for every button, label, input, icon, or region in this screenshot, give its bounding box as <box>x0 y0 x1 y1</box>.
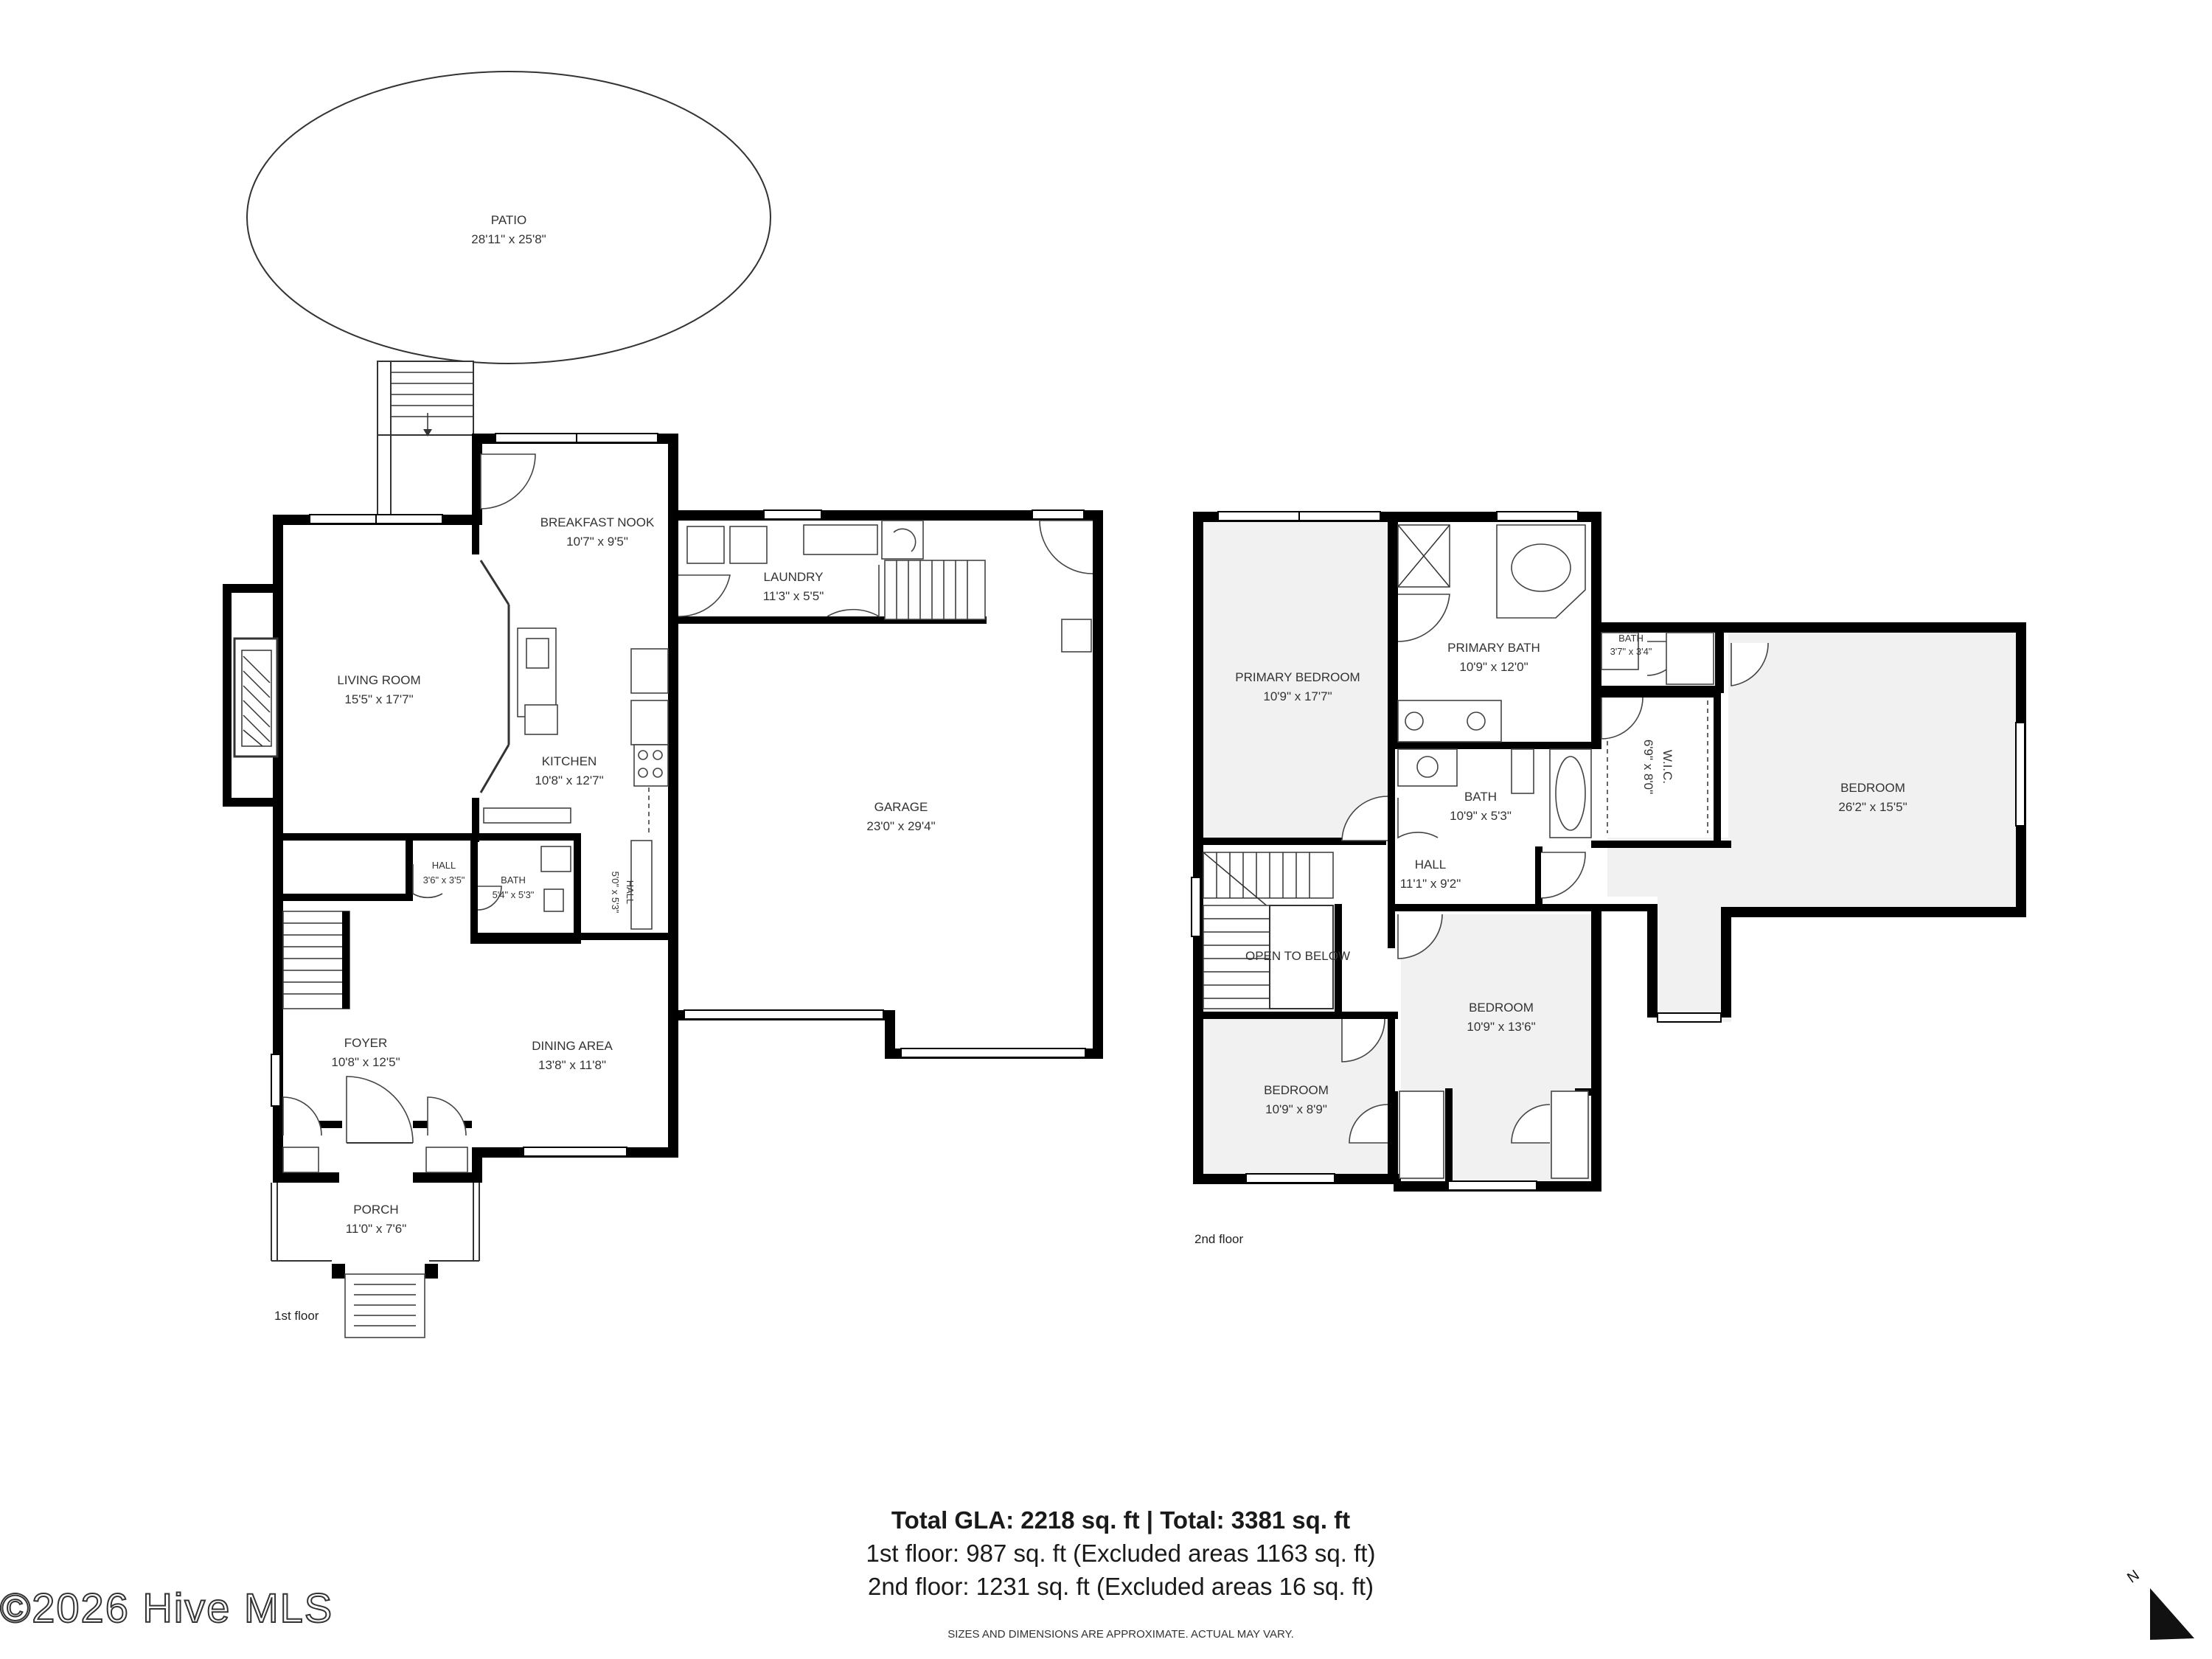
room-name-primary-bath: PRIMARY BATH <box>1447 641 1540 655</box>
first-floor-fixtures <box>271 453 1093 1338</box>
total-area: Total GLA: 2218 sq. ft | Total: 3381 sq.… <box>891 1506 1351 1534</box>
room-name-hall-2: HALL <box>1415 858 1447 872</box>
first-floor-windows <box>271 433 1086 1157</box>
room-dims-bath-small: 3'7" x 3'4" <box>1610 646 1652 657</box>
room-dims-living-room: 15'5" x 17'7" <box>344 692 413 706</box>
room-name-breakfast-nook: BREAKFAST NOOK <box>540 515 655 529</box>
room-dims-hall-small: 3'6" x 3'5" <box>423 874 465 886</box>
room-dims-kitchen: 10'8" x 12'7" <box>535 773 603 787</box>
room-dims-hall-2: 11'1" x 9'2" <box>1400 877 1461 891</box>
room-dims-breakfast-nook: 10'7" x 9'5" <box>566 535 628 549</box>
watermark: ©2026 Hive MLS <box>0 1584 334 1632</box>
room-dims-primary-bedroom: 10'9" x 17'7" <box>1263 689 1332 703</box>
patio-outline <box>246 71 771 364</box>
room-name-living-room: LIVING ROOM <box>337 673 420 687</box>
first-floor-area: 1st floor: 987 sq. ft (Excluded areas 11… <box>866 1540 1376 1567</box>
first-floor: PATIO 28'11" x 25'8" BREAKFAST NOOK 10'7… <box>223 71 1103 1338</box>
north-arrow-icon: N <box>2124 1567 2194 1640</box>
room-name-dining-area: DINING AREA <box>532 1039 613 1053</box>
room-dims-bath-1: 5'4" x 5'3" <box>493 889 535 900</box>
room-dims-porch: 11'0" x 7'6" <box>346 1222 407 1236</box>
disclaimer-text: SIZES AND DIMENSIONS ARE APPROXIMATE. AC… <box>947 1628 1294 1641</box>
floor-label-second: 2nd floor <box>1194 1232 1243 1246</box>
room-dims-garage: 23'0" x 29'4" <box>866 819 935 833</box>
floor-label-first: 1st floor <box>274 1309 319 1323</box>
first-floor-walls <box>223 434 1103 1183</box>
second-floor-windows <box>1191 511 2025 1191</box>
room-name-garage: GARAGE <box>874 800 928 814</box>
room-dims-hall-side: 5'0" x 5'3" <box>610 872 621 914</box>
room-dims-bedroom-small: 10'9" x 8'9" <box>1265 1102 1327 1116</box>
room-dims-bedroom-large: 26'2" x 15'5" <box>1838 800 1907 814</box>
room-name-patio: PATIO <box>491 213 527 227</box>
second-floor-area: 2nd floor: 1231 sq. ft (Excluded areas 1… <box>867 1573 1374 1600</box>
second-floor-fixtures <box>1203 524 1769 1179</box>
room-dims-primary-bath: 10'9" x 12'0" <box>1459 660 1528 674</box>
room-dims-bath-2: 10'9" x 5'3" <box>1450 809 1512 823</box>
room-dims-bedroom-mid: 10'9" x 13'6" <box>1467 1020 1535 1034</box>
room-name-bath-1: BATH <box>501 874 526 886</box>
room-dims-dining-area: 13'8" x 11'8" <box>538 1058 606 1072</box>
room-name-wic: W.I.C. <box>1660 750 1674 784</box>
room-name-laundry: LAUNDRY <box>764 570 824 584</box>
room-name-porch: PORCH <box>353 1203 398 1217</box>
second-floor: PRIMARY BEDROOM 10'9" x 17'7" PRIMARY BA… <box>1191 511 2026 1246</box>
room-name-bedroom-mid: BEDROOM <box>1469 1001 1534 1015</box>
room-dims-laundry: 11'3" x 5'5" <box>763 589 824 603</box>
room-dims-foyer: 10'8" x 12'5" <box>331 1055 400 1069</box>
room-name-hall-side: HALL <box>625 880 636 905</box>
room-name-hall-small: HALL <box>432 860 456 871</box>
room-name-open-to-below: OPEN TO BELOW <box>1245 949 1350 963</box>
room-name-bedroom-small: BEDROOM <box>1264 1083 1329 1097</box>
room-label-wic: W.I.C. 6'9" x 8'0" <box>1641 740 1674 794</box>
room-name-foyer: FOYER <box>344 1036 388 1050</box>
room-dims-wic: 6'9" x 8'0" <box>1641 740 1655 794</box>
room-name-bath-2: BATH <box>1464 790 1497 804</box>
room-name-kitchen: KITCHEN <box>542 754 597 768</box>
room-name-bedroom-large: BEDROOM <box>1840 781 1905 795</box>
room-name-primary-bedroom: PRIMARY BEDROOM <box>1235 670 1360 684</box>
room-name-bath-small: BATH <box>1618 633 1644 644</box>
room-label-hall-side: HALL 5'0" x 5'3" <box>610 872 636 914</box>
room-dims-patio: 28'11" x 25'8" <box>471 232 546 246</box>
compass-letter: N <box>2124 1567 2142 1586</box>
patio-stairs <box>377 361 474 516</box>
